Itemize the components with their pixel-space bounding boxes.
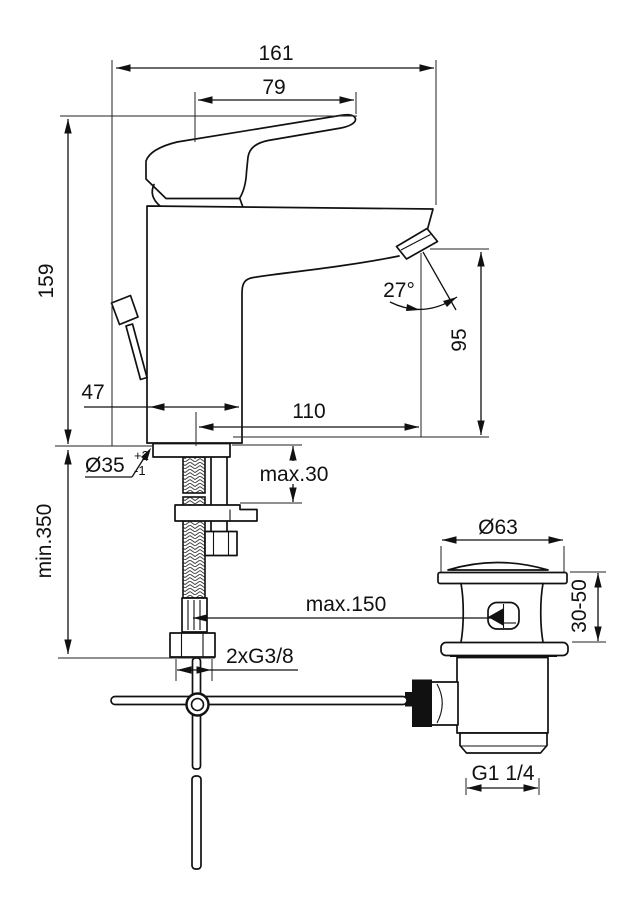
dim-label-deck-max: max.30 bbox=[260, 463, 329, 486]
dimensions: 161 79 159 min.350 47 110 95 max.30 max.… bbox=[33, 42, 602, 792]
dim-label-rod-max: max.150 bbox=[306, 593, 387, 616]
dim-label-waste-range: 30-50 bbox=[568, 579, 591, 633]
dim-label-waste-thread: G1 1/4 bbox=[471, 762, 534, 785]
dim-label-spout-reach: 110 bbox=[292, 400, 325, 423]
dim-label-hole-tol-minus: -1 bbox=[134, 463, 146, 478]
dim-label-waste-dia: Ø63 bbox=[478, 516, 518, 539]
rod-flag bbox=[488, 608, 503, 626]
vertical-rod-lower bbox=[191, 775, 202, 870]
callout-arrow bbox=[141, 448, 151, 461]
dim-label-supply-thread: 2xG3/8 bbox=[226, 645, 294, 668]
popup-rod-knob bbox=[110, 294, 139, 326]
cartridge-dome bbox=[151, 183, 161, 207]
rod-port-collar bbox=[412, 679, 432, 727]
waste-upper-body bbox=[460, 582, 465, 643]
dim-label-handle-projection: 79 bbox=[262, 76, 285, 99]
popup-waste-assembly bbox=[405, 561, 569, 754]
mounting-nut bbox=[204, 530, 238, 557]
waste-plug-dome bbox=[447, 561, 549, 571]
rod-port-nub bbox=[405, 692, 413, 707]
popup-rod-upper bbox=[125, 323, 148, 381]
dim-label-body-depth: 47 bbox=[81, 381, 104, 404]
dim-label-outlet-height: 95 bbox=[448, 328, 471, 351]
dim-label-hole-tol-plus: +2 bbox=[134, 448, 149, 463]
waste-lower-flange bbox=[440, 641, 569, 657]
waste-tailpipe bbox=[459, 732, 548, 754]
dim-label-overall-height: 159 bbox=[35, 263, 58, 298]
flex-hose-upper bbox=[182, 456, 206, 494]
lever-handle bbox=[145, 113, 357, 200]
popup-linkage bbox=[110, 657, 408, 870]
dim-label-clearance-min: min.350 bbox=[33, 504, 56, 579]
under-deck-assembly bbox=[169, 456, 258, 658]
rod-port bbox=[430, 681, 459, 726]
extension-lines bbox=[55, 60, 606, 795]
dim-label-spout-angle: 27° bbox=[383, 279, 415, 302]
dim-label-overall-length: 161 bbox=[258, 42, 293, 65]
aerator bbox=[395, 227, 439, 260]
faucet-body bbox=[110, 113, 439, 458]
waste-top-flange bbox=[437, 571, 568, 585]
horizontal-rod bbox=[110, 695, 408, 706]
waste-lower-body bbox=[456, 656, 549, 734]
spout-underside bbox=[241, 255, 400, 444]
mounting-washer bbox=[174, 504, 258, 522]
base-escutcheon bbox=[152, 442, 231, 458]
dim-label-mount-hole: Ø35 bbox=[85, 454, 125, 477]
supply-nut-g38 bbox=[169, 632, 216, 658]
body-outline bbox=[146, 205, 434, 444]
